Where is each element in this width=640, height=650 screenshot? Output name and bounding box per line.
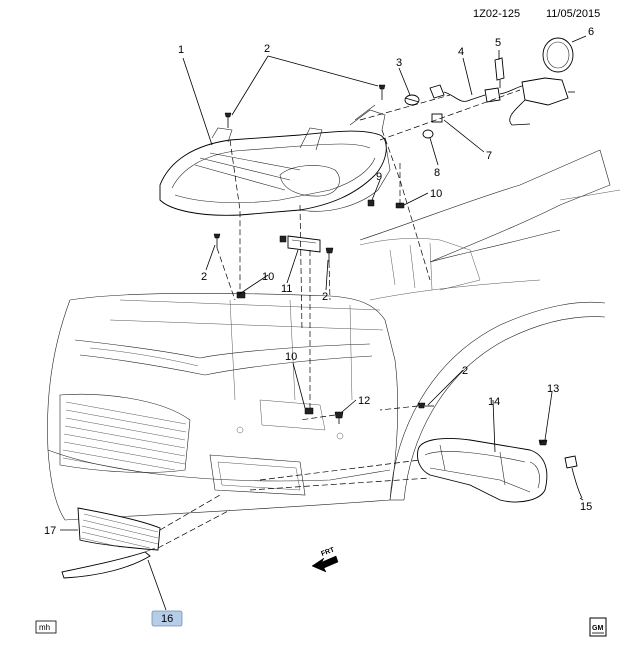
callout-16: 16 <box>161 613 173 625</box>
harness-part <box>429 84 523 103</box>
diagram-date: 11/05/2015 <box>546 8 600 20</box>
front-arrow-icon <box>311 555 339 573</box>
callout-10: 10 <box>285 351 297 363</box>
vehicle-body <box>47 149 621 521</box>
actuator-part <box>509 77 575 126</box>
push-pin-part <box>334 411 344 424</box>
gm-logo-icon <box>589 617 607 637</box>
callout-labels: 1 2 3 4 5 6 7 8 9 10 2 10 11 2 10 12 2 1… <box>44 26 594 627</box>
callout-10: 10 <box>430 188 442 200</box>
callout-11: 11 <box>281 283 292 295</box>
diagram-code: 1Z02-125 <box>473 8 520 20</box>
callout-5: 5 <box>495 37 501 49</box>
cap-part <box>422 129 434 139</box>
footer: mh GM <box>35 617 607 637</box>
callout-14: 14 <box>488 396 500 408</box>
callout-9: 9 <box>376 171 382 183</box>
callout-16-highlight <box>151 610 183 627</box>
callout-2: 2 <box>201 271 207 283</box>
callout-10: 10 <box>262 271 274 283</box>
pigtail-part <box>564 455 583 499</box>
clip-part <box>367 199 375 207</box>
leader-lines <box>60 35 587 611</box>
callout-6: 6 <box>588 26 594 38</box>
callout-2: 2 <box>322 291 328 303</box>
callout-7: 7 <box>486 150 492 162</box>
nut-parts <box>236 202 405 415</box>
callout-2: 2 <box>264 43 270 55</box>
alignment-lines <box>157 89 546 549</box>
bracket-part <box>279 235 321 253</box>
front-arrow: FRT <box>311 546 339 573</box>
bulb-part <box>404 94 420 106</box>
author-initials: mh <box>39 623 50 632</box>
connector-part <box>494 57 505 88</box>
callout-15: 15 <box>580 501 592 513</box>
callout-3: 3 <box>396 57 402 69</box>
callout-1: 1 <box>178 44 184 56</box>
callout-12: 12 <box>358 395 370 407</box>
front-arrow-label: FRT <box>320 546 336 557</box>
grille-insert-part <box>77 507 161 551</box>
callout-13: 13 <box>547 383 559 395</box>
callout-4: 4 <box>458 46 464 58</box>
seal-ring-part <box>542 37 574 73</box>
callout-17: 17 <box>44 525 56 537</box>
trim-molding-part <box>61 547 156 579</box>
callout-8: 8 <box>434 167 440 179</box>
gm-logo-text: GM <box>592 625 603 632</box>
headlamp-assembly <box>159 104 391 216</box>
fog-lamp-assembly <box>417 438 548 503</box>
author-box <box>35 620 57 634</box>
screw-parts <box>213 84 434 409</box>
callout-2: 2 <box>462 365 468 377</box>
